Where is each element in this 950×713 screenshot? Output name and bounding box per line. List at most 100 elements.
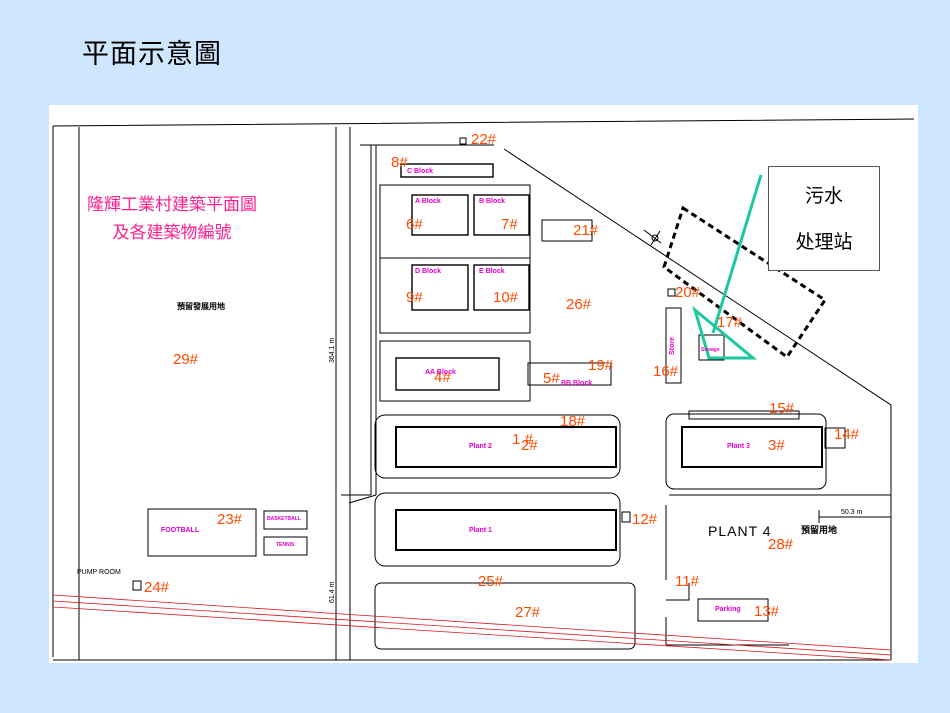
bldg-27-enclosure [374,582,636,650]
parking [697,598,769,622]
tennis-label: TENNIS [276,542,295,548]
building-number-15: 15# [769,400,795,417]
sewage-unit [698,334,725,361]
estate-road [341,144,494,504]
building-number-21: 21# [573,222,599,239]
building-number-20: 20# [675,284,701,301]
building-number-28: 28# [768,536,794,553]
plant2 [395,426,617,468]
a-block-label: A Block [415,198,441,205]
building-number-24: 24# [144,579,170,596]
reserved-land-label: 預留用地 [801,525,838,535]
reserved-development-label: 預留發展用地 [177,302,225,311]
dimension-horizontal [818,510,892,523]
d-block-label: D Block [415,268,442,275]
road-line-2 [52,600,892,656]
road-line-3 [52,606,892,661]
slide-title: 平面示意圖 [82,39,222,70]
road-line-1 [52,594,892,651]
aa-block-label: AA Block [425,369,456,376]
bb-block [527,362,612,386]
site-boundary [52,118,915,661]
plant1-label: Plant 1 [469,527,492,534]
site-plan: 隆輝工業村建築平面圖 及各建築物編號 1 # 2# 3# 4# 5# 6# 7#… [49,105,918,663]
sewage-station-line2: 处理站 [795,230,853,253]
pump-room-label: PUMP ROOM [77,569,121,576]
building-number-1: 1 # [512,431,533,448]
building-number-27: 27# [515,604,541,621]
building-number-11: 11# [675,573,699,590]
building-number-12: 12# [632,511,658,528]
sewage-station-callout: 污水 处理站 [768,166,880,271]
store [665,307,682,384]
compass-icon [643,229,662,246]
bldg-21 [541,219,593,242]
c-block [400,163,494,178]
building-number-9: 9# [406,289,423,306]
bldg-14 [824,427,846,449]
parking-label: Parking [715,606,741,613]
building-number-26: 26# [566,296,592,313]
store-label: Store [669,337,676,355]
building-number-8: 8# [391,154,408,171]
plant3-label: Plant 3 [727,443,750,450]
plant4-boundary [665,494,891,646]
a-block [411,194,469,236]
sewage-triangle [692,305,758,360]
plant1-enclosure [374,492,621,567]
dimension-vertical: 364.1 m [329,337,336,363]
football-label: FOOTBALL [161,527,200,534]
c-block-label: C Block [407,168,434,175]
building-number-7: 7# [501,216,518,233]
building-number-13: 13# [754,603,780,620]
sewage-station-line1: 污水 [804,184,843,207]
building-number-14: 14# [834,426,860,443]
plan-heading-line1: 隆輝工業村建築平面圖 [87,195,257,215]
ne-boundary [503,148,892,465]
plant4-label: PLANT 4 [708,523,772,539]
bb-block-label: BB Block [561,380,593,387]
d-block [411,264,469,311]
bldg-12 [621,511,631,523]
e-block [473,264,530,311]
bldg-20 [667,288,676,297]
building-number-5: 5# [543,370,560,387]
bldg-15 [688,410,800,420]
basketball-label: BASKETBALL [267,516,301,522]
building-number-23: 23# [217,511,243,528]
football-pitch [147,508,257,557]
sewage-arrow [711,174,763,334]
dorm-enclosure-mid [379,257,531,334]
plant2-label: Plant 2 [469,443,492,450]
building-number-22: 22# [471,131,497,148]
building-number-29: 29# [173,351,199,368]
pump-room [132,580,142,591]
plan-heading: 隆輝工業村建築平面圖 及各建築物編號 [87,191,257,247]
building-number-3: 3# [768,437,785,454]
building-number-19: 19# [588,357,614,374]
building-number-2: 2# [521,437,538,454]
plan-heading-line2: 及各建築物編號 [112,223,232,243]
e-block-label: E Block [479,268,505,275]
plant1 [395,509,617,551]
tennis-court [263,536,308,556]
sewage-label: Sewage [701,347,720,353]
building-number-18: 18# [560,413,586,430]
building-number-16: 16# [653,363,679,380]
building-number-25: 25# [478,573,504,590]
plant3-enclosure [665,413,827,490]
plant2-enclosure [374,414,621,479]
b-block [473,194,530,236]
bldg-22 [459,137,467,145]
building-number-6: 6# [406,216,423,233]
dimension-horizontal-label: 50.3 m [841,509,863,516]
building-number-17: 17# [717,314,743,331]
b-block-label: B Block [479,198,506,205]
basketball-court [263,510,308,530]
dorm-enclosure-low [379,340,531,402]
aa-block [395,357,500,391]
building-number-4: 4# [434,369,451,386]
building-number-10: 10# [493,289,519,306]
plant3 [681,426,823,468]
dimension-vertical-lower: 61.4 m [329,581,336,603]
